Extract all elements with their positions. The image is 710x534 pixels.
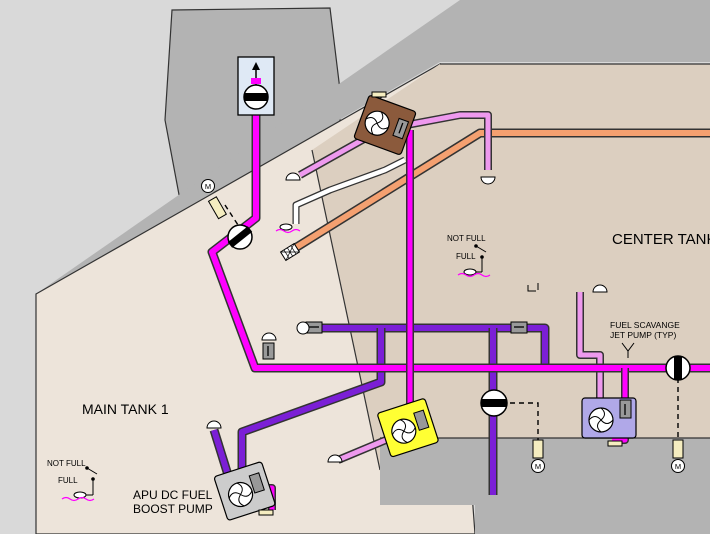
wing-trailing-edge — [380, 438, 710, 534]
apu-line-filter — [279, 242, 301, 262]
vent-float-icon — [527, 283, 539, 292]
not-full-label-main: NOT FULL — [47, 459, 86, 468]
vent-outlet-float — [275, 223, 301, 234]
motor-link-left — [224, 204, 241, 229]
center-pump-connector — [607, 440, 623, 447]
inlet-screen-3 — [592, 284, 608, 293]
inlet-screen-1 — [285, 172, 301, 181]
tank-divider — [311, 149, 381, 471]
apu-pump-label-line2: BOOST PUMP — [133, 502, 213, 516]
spar-valve-motor: M — [201, 179, 228, 220]
apu-pump-label-line1: APU DC FUEL — [133, 488, 213, 502]
full-label-main: FULL — [58, 476, 78, 485]
scavenge-label-line2: JET PUMP (TYP) — [610, 330, 676, 340]
pump-connector — [371, 91, 387, 98]
inlet-screen-5 — [206, 420, 222, 429]
motor-link-center — [510, 402, 539, 440]
spar-valve — [227, 224, 253, 250]
center-engine-valve — [665, 355, 691, 381]
inlet-screen-4 — [261, 332, 277, 341]
float-switch-center — [457, 244, 491, 278]
inlet-screen-2 — [480, 176, 496, 185]
full-label-center: FULL — [456, 252, 476, 261]
main-tank-label: MAIN TANK 1 — [82, 401, 169, 417]
svg-text:M: M — [205, 182, 211, 191]
not-full-label-center: NOT FULL — [447, 234, 486, 243]
center-engine-valve-motor: M — [671, 439, 685, 473]
forward-boost-pump — [353, 95, 417, 155]
apu-boost-pump — [213, 461, 276, 521]
check-valve-feed — [262, 342, 275, 360]
engine-shutoff-valve — [237, 56, 275, 116]
inlet-screen-7 — [296, 321, 310, 335]
wing-leading-edge — [36, 0, 710, 294]
svg-text:M: M — [675, 462, 681, 471]
apu-pump-connector — [258, 509, 274, 516]
center-tank-label: CENTER TANK — [612, 231, 710, 248]
center-override-pump — [581, 397, 637, 439]
inlet-screen-6 — [327, 454, 343, 463]
scavenge-label-line1: FUEL SCAVANGE — [610, 320, 680, 330]
aft-boost-pump — [377, 398, 439, 458]
float-switch-main — [61, 466, 98, 502]
crossfeed-valve — [480, 389, 508, 417]
scavenge-jet-pump-icon — [621, 342, 635, 358]
check-valve-right — [510, 321, 528, 334]
crossfeed-valve-motor: M — [531, 439, 545, 473]
svg-text:M: M — [535, 462, 541, 471]
